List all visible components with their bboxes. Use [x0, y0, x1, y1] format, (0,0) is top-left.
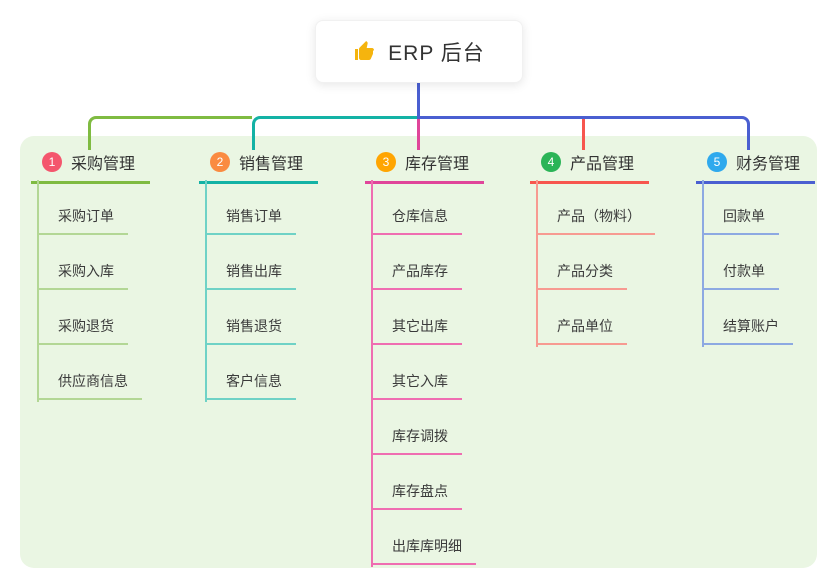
branch-children: 回款单 付款单 结算账户 [702, 180, 793, 345]
sub-node[interactable]: 出库库明细 [371, 510, 476, 565]
branch-children: 采购订单 采购入库 采购退货 供应商信息 [37, 180, 142, 400]
branch-label: 库存管理 [405, 156, 470, 173]
branch-connector-line [37, 180, 39, 402]
branch-badge: 2 [210, 152, 230, 172]
branch-badge: 5 [707, 152, 727, 172]
branch-topic-finance[interactable]: 5 财务管理 [696, 146, 816, 184]
sub-node[interactable]: 采购订单 [37, 180, 128, 235]
root-connector [417, 83, 420, 117]
branch-purchase: 1 采购管理 采购订单 采购入库 采购退货 供应商信息 [31, 146, 151, 402]
sub-label: 销售订单 [226, 208, 282, 224]
sub-label: 采购入库 [58, 263, 114, 279]
sub-node[interactable]: 销售退货 [205, 290, 296, 345]
sub-label: 回款单 [723, 208, 765, 224]
sub-label: 产品单位 [557, 318, 613, 334]
sub-label: 供应商信息 [58, 373, 128, 389]
root-label: ERP 后台 [388, 41, 485, 65]
sub-node[interactable]: 产品单位 [536, 290, 627, 345]
root-node[interactable]: ERP 后台 [315, 20, 523, 83]
branch-topic-inventory[interactable]: 3 库存管理 [365, 146, 485, 184]
sub-node[interactable]: 供应商信息 [37, 345, 142, 400]
sub-label: 产品（物料） [557, 208, 641, 224]
sub-label: 其它入库 [392, 373, 448, 389]
branch-product: 4 产品管理 产品（物料） 产品分类 产品单位 [530, 146, 655, 347]
sub-label: 产品库存 [392, 263, 448, 279]
sub-label: 仓库信息 [392, 208, 448, 224]
branches-panel [20, 136, 817, 568]
sub-label: 其它出库 [392, 318, 448, 334]
branch-topic-sales[interactable]: 2 销售管理 [199, 146, 319, 184]
sub-label: 销售退货 [226, 318, 282, 334]
sub-node[interactable]: 其它入库 [371, 345, 462, 400]
branch-connector-line [371, 180, 373, 567]
sub-node[interactable]: 产品库存 [371, 235, 462, 290]
sub-label: 库存调拨 [392, 428, 448, 444]
sub-node[interactable]: 客户信息 [205, 345, 296, 400]
thumbs-up-icon [353, 40, 377, 64]
sub-label: 付款单 [723, 263, 765, 279]
sub-label: 销售出库 [226, 263, 282, 279]
sub-node[interactable]: 回款单 [702, 180, 779, 235]
branch-badge: 3 [376, 152, 396, 172]
branch-label: 采购管理 [71, 156, 136, 173]
sub-label: 库存盘点 [392, 483, 448, 499]
sub-node[interactable]: 付款单 [702, 235, 779, 290]
branch-connector-line [536, 180, 538, 347]
branch-children: 销售订单 销售出库 销售退货 客户信息 [205, 180, 296, 400]
sub-label: 客户信息 [226, 373, 282, 389]
sub-node[interactable]: 采购退货 [37, 290, 128, 345]
sub-node[interactable]: 销售订单 [205, 180, 296, 235]
sub-node[interactable]: 采购入库 [37, 235, 128, 290]
sub-label: 采购订单 [58, 208, 114, 224]
branch-inventory: 3 库存管理 仓库信息 产品库存 其它出库 其它入库 库存调拨 库存盘点 出库库… [365, 146, 485, 567]
sub-node[interactable]: 其它出库 [371, 290, 462, 345]
branch-badge: 4 [541, 152, 561, 172]
branch-finance: 5 财务管理 回款单 付款单 结算账户 [696, 146, 816, 347]
sub-node[interactable]: 销售出库 [205, 235, 296, 290]
sub-label: 出库库明细 [392, 538, 462, 554]
branch-badge: 1 [42, 152, 62, 172]
sub-node[interactable]: 产品分类 [536, 235, 627, 290]
branch-label: 销售管理 [239, 156, 304, 173]
sub-label: 采购退货 [58, 318, 114, 334]
branch-label: 财务管理 [736, 156, 801, 173]
sub-node[interactable]: 产品（物料） [536, 180, 655, 235]
sub-node[interactable]: 仓库信息 [371, 180, 462, 235]
sub-node[interactable]: 库存盘点 [371, 455, 462, 510]
branch-connector-line [205, 180, 207, 402]
sub-label: 结算账户 [723, 318, 779, 334]
sub-node[interactable]: 结算账户 [702, 290, 793, 345]
branch-children: 产品（物料） 产品分类 产品单位 [536, 180, 655, 345]
branch-sales: 2 销售管理 销售订单 销售出库 销售退货 客户信息 [199, 146, 319, 402]
sub-label: 产品分类 [557, 263, 613, 279]
sub-node[interactable]: 库存调拨 [371, 400, 462, 455]
branch-topic-product[interactable]: 4 产品管理 [530, 146, 650, 184]
branch-topic-purchase[interactable]: 1 采购管理 [31, 146, 151, 184]
branch-children: 仓库信息 产品库存 其它出库 其它入库 库存调拨 库存盘点 出库库明细 [371, 180, 476, 565]
branch-connector-line [702, 180, 704, 347]
branch-label: 产品管理 [570, 156, 635, 173]
